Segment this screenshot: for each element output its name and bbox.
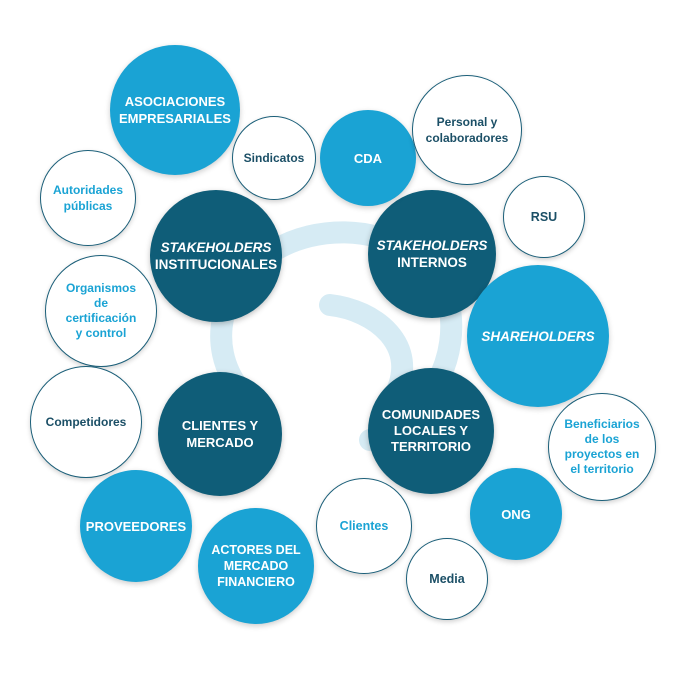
cda-label: CDA (353, 150, 383, 166)
stakeholders-internos-italic: STAKEHOLDERS (376, 238, 488, 253)
comunidades-circle: COMUNIDADES LOCALES Y TERRITORIO (368, 368, 494, 494)
actores-circle: ACTORES DEL MERCADO FINANCIERO (198, 508, 314, 624)
media-label: Media (429, 572, 465, 586)
competidores-label: Competidores (45, 415, 127, 429)
shareholders-label: SHAREHOLDERS (481, 328, 595, 344)
organismos-label: Organismos de certificación y control (65, 281, 137, 340)
stakeholders-internos-circle: STAKEHOLDERS INTERNOS (368, 190, 496, 318)
beneficiarios-label: Beneficiarios de los proyectos en el ter… (564, 417, 640, 476)
media-circle: Media (406, 538, 488, 620)
actores-label: ACTORES DEL MERCADO FINANCIERO (211, 543, 301, 589)
clientes-mercado-circle: CLIENTES Y MERCADO (158, 372, 282, 496)
autoridades-label: Autoridades públicas (52, 183, 123, 213)
sindicatos-circle: Sindicatos (232, 116, 316, 200)
competidores-circle: Competidores (30, 366, 142, 478)
cda-circle: CDA (320, 110, 416, 206)
asociaciones-circle: ASOCIACIONES EMPRESARIALES (110, 45, 240, 175)
beneficiarios-circle: Beneficiarios de los proyectos en el ter… (548, 393, 656, 501)
clientes-circle: Clientes (316, 478, 412, 574)
comunidades-label: COMUNIDADES LOCALES Y TERRITORIO (381, 407, 481, 454)
personal-label: Personal y colaboradores (425, 115, 509, 145)
proveedores-label: PROVEEDORES (85, 518, 187, 534)
stakeholders-institucionales-label: INSTITUCIONALES (154, 257, 278, 272)
clientes-label: Clientes (339, 519, 389, 533)
sindicatos-label: Sindicatos (243, 151, 305, 165)
rsu-circle: RSU (503, 176, 585, 258)
ong-circle: ONG (470, 468, 562, 560)
ong-label: ONG (501, 506, 531, 522)
shareholders-circle: SHAREHOLDERS (467, 265, 609, 407)
stakeholders-institucionales-italic: STAKEHOLDERS (160, 240, 272, 255)
stakeholders-institucionales-circle: STAKEHOLDERS INSTITUCIONALES (150, 190, 282, 322)
proveedores-circle: PROVEEDORES (80, 470, 192, 582)
rsu-label: RSU (530, 210, 558, 224)
asociaciones-label: ASOCIACIONES EMPRESARIALES (119, 94, 231, 126)
clientes-mercado-label: CLIENTES Y MERCADO (181, 418, 259, 450)
stakeholders-internos-label: INTERNOS (397, 255, 467, 270)
autoridades-circle: Autoridades públicas (40, 150, 136, 246)
organismos-circle: Organismos de certificación y control (45, 255, 157, 367)
personal-circle: Personal y colaboradores (412, 75, 522, 185)
